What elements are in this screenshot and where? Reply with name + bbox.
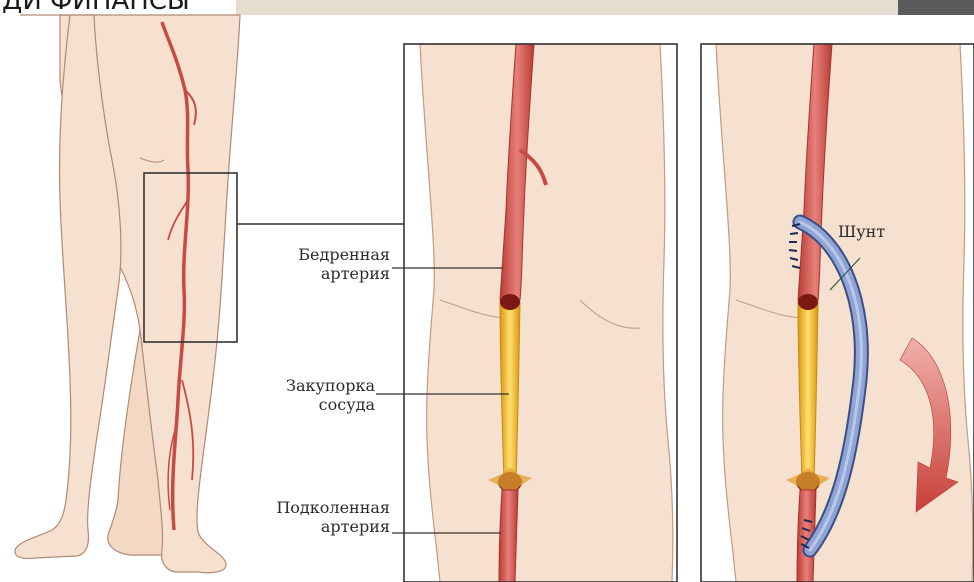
label-occlusion-line2: сосуда <box>240 395 375 414</box>
full-leg-figure <box>15 15 404 573</box>
label-femoral-artery: Бедренная артерия <box>250 245 390 283</box>
panel-occlusion <box>376 44 677 582</box>
label-femoral-line2: артерия <box>250 264 390 283</box>
label-popliteal-line2: артерия <box>222 517 390 536</box>
label-occlusion: Закупорка сосуда <box>240 376 375 414</box>
label-shunt: Шунт <box>838 222 908 241</box>
label-femoral-line1: Бедренная <box>250 245 390 264</box>
label-popliteal-line1: Подколенная <box>222 498 390 517</box>
label-occlusion-line1: Закупорка <box>240 376 375 395</box>
panel-bypass <box>701 44 974 582</box>
label-popliteal-artery: Подколенная артерия <box>222 498 390 536</box>
